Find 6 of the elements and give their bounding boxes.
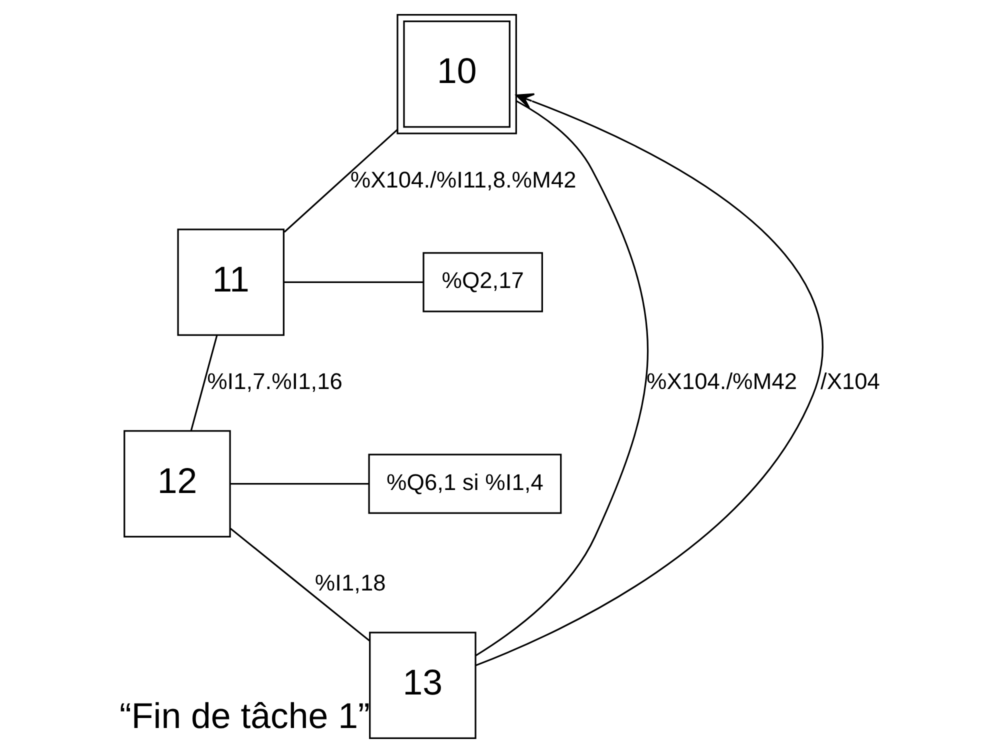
- edge-label: %X104./%I11,8.%M42: [350, 166, 576, 192]
- edge-label: %I1,18: [314, 570, 386, 596]
- edge-label: %X104./%M42: [646, 368, 798, 394]
- edge-label: /X104: [820, 368, 880, 394]
- node-label: “Fin de tâche 1”: [119, 696, 370, 736]
- edge-label: %I1,7.%I1,16: [207, 368, 342, 394]
